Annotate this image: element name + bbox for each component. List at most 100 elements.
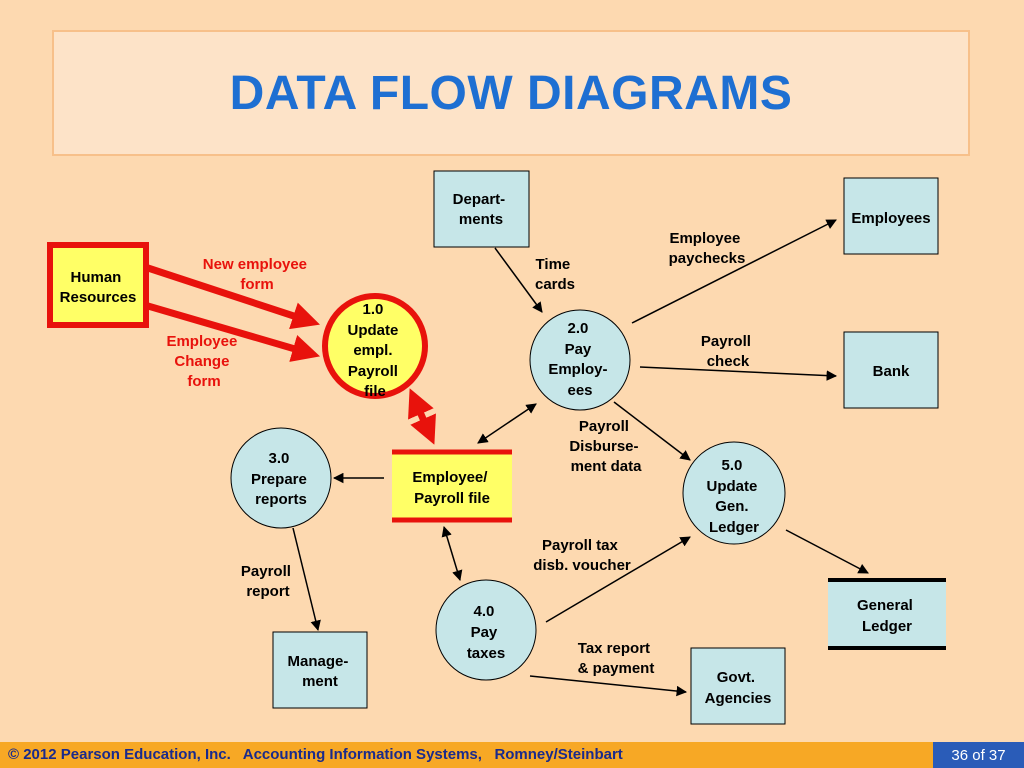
hr-line-2: Resources [60,289,137,306]
svg-text:Govt. Agencies: Govt. Agencies [705,669,772,707]
bank-label: Bank [873,363,910,380]
arrow-employee-change-form [147,302,321,362]
arrow-payroll-tax-voucher [545,536,691,623]
label-tax-report-1: Tax report [578,640,650,657]
svg-text:4.0 Pay taxes: 4.0 Pay taxes [467,603,505,662]
arrow-payroll-report [292,527,321,632]
label-tax-report-payment: Tax report & payment [578,640,655,677]
page-title: DATA FLOW DIAGRAMS [229,66,793,120]
arrow-payroll-check [639,366,838,381]
entity-govt-agencies: Govt. Agencies [690,647,786,725]
label-change-form-2: Change [174,353,229,370]
label-change-form-1: Employee [166,333,237,350]
p5-line-4: Ledger [709,519,759,536]
departments-line-1: Depart- [453,191,506,208]
p1-line-5: file [364,383,386,400]
label-change-form-3: form [187,373,220,390]
p5-line-3: Gen. [715,498,748,515]
label-payroll-disbursement: Payroll Disburse- ment data [569,418,642,475]
p3-line-2: Prepare [251,471,307,488]
departments-line-2: ments [459,211,503,228]
p2-line-4: ees [567,382,592,399]
flow-arrows [146,219,869,697]
svg-text:Manage- ment: Manage- ment [287,653,352,690]
label-time-cards: Time cards [535,256,575,293]
p3-line-3: reports [255,491,307,508]
footer-copyright: © 2012 Pearson Education, Inc. Accountin… [8,746,623,763]
arrow-store-p4 [441,525,463,582]
label-tax-report-2: & payment [578,660,655,677]
store-general-ledger: General Ledger [828,578,946,650]
svg-text:Bank: Bank [873,363,910,380]
arrow-employee-paychecks [631,219,837,324]
svg-text:Employees: Employees [851,210,930,227]
label-tax-voucher-2: disb. voucher [533,557,631,574]
label-payroll-report-2: report [246,583,289,600]
label-new-employee-form-1: New employee [203,256,307,273]
process-2-pay-employees: 2.0 Pay Employ- ees [529,309,631,411]
arrow-new-employee-form [146,264,320,330]
store1-line-1: Employee/ [412,469,488,486]
label-payroll-report: Payroll report [241,563,295,600]
label-disbursement-2: Disburse- [569,438,638,455]
arrow-p5-ledger [785,529,869,574]
page-number: 36 of 37 [933,742,1024,768]
arrow-p1-store [408,388,436,445]
process-5-update-ledger: 5.0 Update Gen. Ledger [682,441,786,545]
svg-text:5.0 Update Gen.: 5.0 Update Gen. Ledger [706,457,761,536]
store2-line-2: Ledger [862,618,912,635]
label-disbursement-3: ment data [571,458,643,475]
svg-text:Depart- ments: Depart- ments [453,191,510,228]
data-flow-diagram: Human Resources Depart- ments Employees … [47,170,946,725]
management-line-1: Manage- [287,653,348,670]
process-4-pay-taxes: 4.0 Pay taxes [435,579,537,681]
govt-line-2: Agencies [705,690,772,707]
title-box: DATA FLOW DIAGRAMS [52,30,970,156]
svg-text:3.0 Prepare report: 3.0 Prepare reports [251,450,311,508]
p1-line-1: 1.0 [362,301,383,318]
label-paychecks-1: Employee [669,230,740,247]
hr-line-1: Human [70,269,121,286]
p1-line-4: Payroll [348,363,398,380]
govt-line-1: Govt. [717,669,755,686]
entity-bank: Bank [843,331,939,409]
p2-line-3: Employ- [548,361,607,378]
p4-line-3: taxes [467,645,505,662]
store1-line-2: Payroll file [414,490,490,507]
entity-management: Manage- ment [272,631,368,709]
label-paychecks-2: paychecks [669,250,746,267]
process-1-update-payroll: 1.0 Update empl. Payroll file [322,293,428,400]
label-payroll-check-2: check [707,353,750,370]
p5-line-2: Update [706,478,757,495]
arrow-time-cards [494,247,543,313]
label-time-cards-2: cards [535,276,575,293]
svg-text:Employee/ Payroll file: Employee/ Payroll file [412,469,491,507]
arrow-p2-store [477,403,537,444]
svg-text:1.0 Update empl.: 1.0 Update empl. Payroll file [347,301,402,400]
label-tax-voucher-1: Payroll tax [542,537,619,554]
p2-line-2: Pay [565,341,592,358]
label-disbursement-1: Payroll [579,418,629,435]
svg-text:Human Resources: Human Resources [60,269,137,306]
p4-line-1: 4.0 [473,603,494,620]
management-line-2: ment [302,673,338,690]
label-payroll-check: Payroll check [701,333,755,370]
arrow-payroll-disbursement [613,401,691,461]
employees-label: Employees [851,210,930,227]
entity-departments: Depart- ments [433,170,530,248]
label-payroll-report-1: Payroll [241,563,291,580]
p1-line-3: empl. [353,342,392,359]
p5-line-1: 5.0 [721,457,742,474]
store-employee-payroll-file: Employee/ Payroll file [392,449,512,523]
svg-text:General Ledger: General Ledger [857,597,917,635]
label-payroll-tax-voucher: Payroll tax disb. voucher [533,537,631,574]
p1-line-2: Update [347,322,398,339]
label-new-employee-form: New employee form [203,256,311,293]
svg-text:2.0 Pay Employ-: 2.0 Pay Employ- ees [548,320,611,399]
label-time-cards-1: Time [536,256,571,273]
label-new-employee-form-2: form [240,276,273,293]
entity-employees: Employees [843,177,939,255]
footer-bar: © 2012 Pearson Education, Inc. Accountin… [0,742,1024,768]
entity-human-resources: Human Resources [47,242,149,328]
label-employee-paychecks: Employee paychecks [669,230,746,267]
